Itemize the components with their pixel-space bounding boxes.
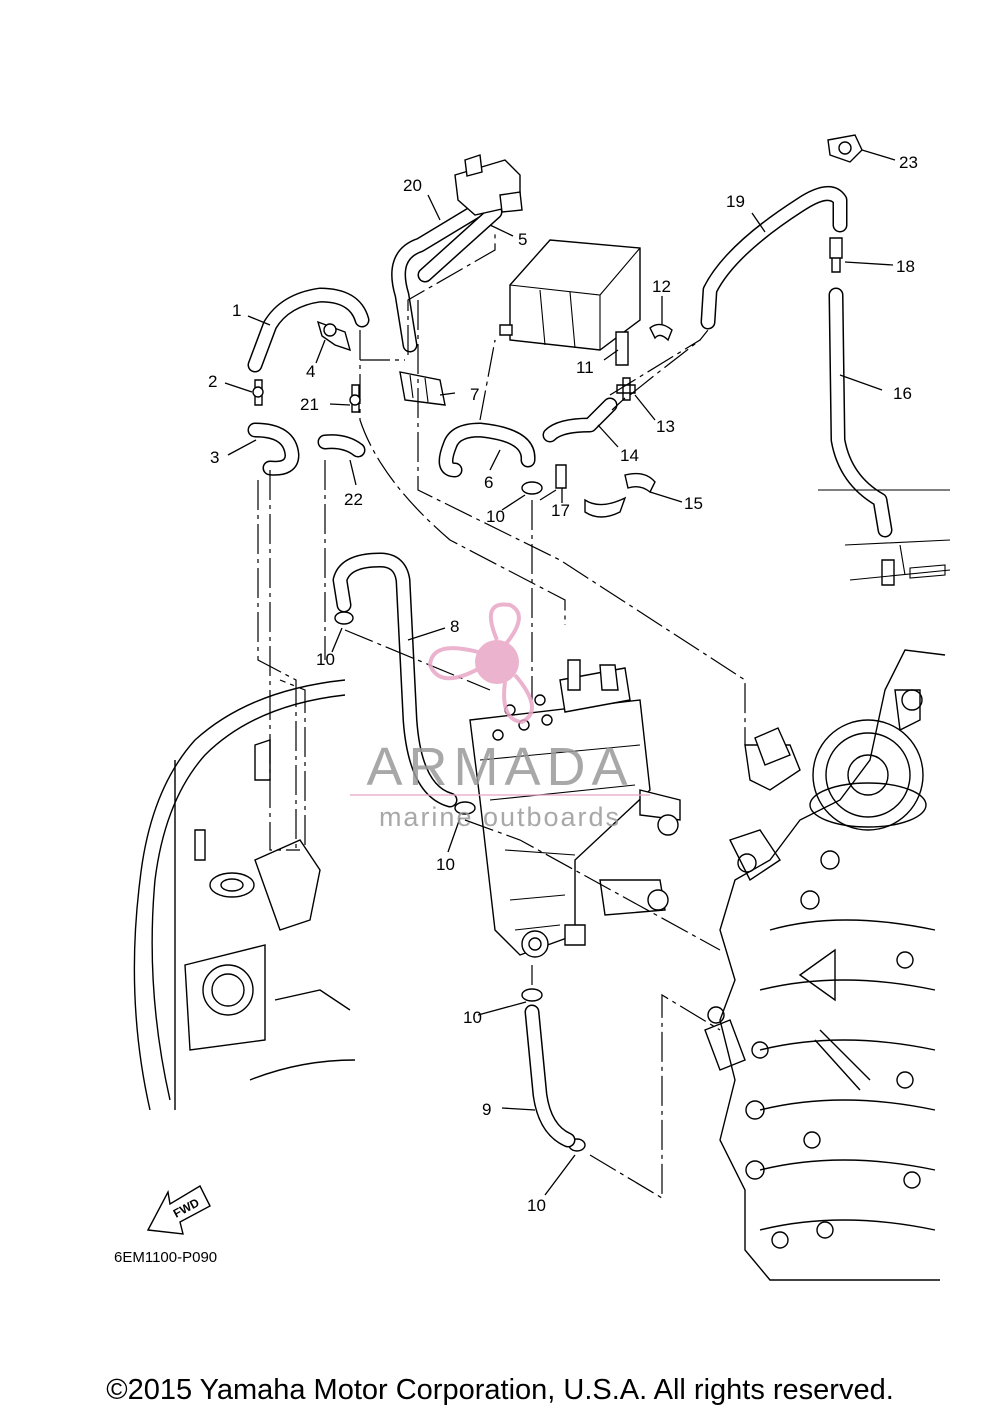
callout-10-e: 10: [527, 1196, 546, 1215]
clip-4: [316, 320, 352, 352]
bracket-7: [399, 371, 446, 406]
vapor-separator: [469, 659, 791, 958]
hose-22: [317, 434, 366, 458]
joint-2: [252, 379, 264, 406]
callout-leaders: [224, 149, 896, 1196]
callout-labels: 1 2 3 4 5 6 7 8 9 10 11 12 13 14 15 16 1…: [208, 153, 918, 1215]
callout-23: 23: [899, 153, 918, 172]
diagram-code: 6EM1100-P090: [114, 1249, 217, 1266]
hose-6: [438, 422, 536, 478]
callout-10-d: 10: [463, 1008, 482, 1027]
hose-16: [828, 287, 893, 538]
callout-22: 22: [344, 490, 363, 509]
callout-15: 15: [684, 494, 703, 513]
hose-5: [417, 204, 503, 283]
callout-3: 3: [210, 448, 219, 467]
watermark-logo-icon: [475, 640, 519, 684]
fwd-arrow-icon: FWD: [146, 1185, 211, 1235]
callout-10-c: 10: [436, 855, 455, 874]
hose-1: [247, 287, 370, 373]
callout-17: 17: [551, 501, 570, 520]
callout-18: 18: [896, 257, 915, 276]
callout-9: 9: [482, 1100, 491, 1119]
callout-13: 13: [656, 417, 675, 436]
watermark-brand: ARMADA: [366, 737, 633, 797]
fitting-hose-16-end: [818, 489, 951, 586]
callout-6: 6: [484, 473, 493, 492]
hose-3: [247, 422, 300, 476]
joint-21: [349, 384, 361, 413]
joint-18: [829, 237, 843, 273]
hose-20: [391, 202, 486, 353]
callout-21: 21: [300, 395, 319, 414]
callout-10-a: 10: [486, 507, 505, 526]
joint-17: [555, 464, 567, 489]
hose-19: [700, 186, 848, 330]
cover-panel: [133, 679, 356, 1111]
callout-11: 11: [576, 358, 594, 377]
callout-20: 20: [403, 176, 422, 195]
tube-11: [615, 331, 629, 366]
callout-5: 5: [518, 230, 527, 249]
callout-8: 8: [450, 617, 459, 636]
reference-lines: [257, 230, 746, 1200]
watermark: ARMADA marine outboards: [350, 602, 650, 832]
callout-7: 7: [470, 385, 479, 404]
solenoid-valve: [454, 154, 523, 216]
callout-14: 14: [620, 446, 639, 465]
canister: [499, 239, 641, 351]
callout-2: 2: [208, 372, 217, 391]
callout-12: 12: [652, 277, 671, 296]
watermark-tagline: marine outboards: [379, 802, 621, 832]
callout-16: 16: [893, 384, 912, 403]
clip-23: [827, 134, 863, 163]
engine-block: [704, 649, 946, 1281]
clamp-10: [334, 481, 586, 1152]
copyright-footer: ©2015 Yamaha Motor Corporation, U.S.A. A…: [106, 1374, 894, 1406]
clamp-12: [649, 323, 673, 342]
callout-10-b: 10: [316, 650, 335, 669]
clamp-15: [584, 472, 656, 518]
hose-14: [542, 397, 618, 443]
callout-1: 1: [232, 301, 241, 320]
hose-8: [332, 552, 458, 808]
callout-19: 19: [726, 192, 745, 211]
callout-4: 4: [306, 362, 315, 381]
hose-9: [524, 1004, 576, 1148]
watermark-propeller-icon: [427, 602, 534, 725]
